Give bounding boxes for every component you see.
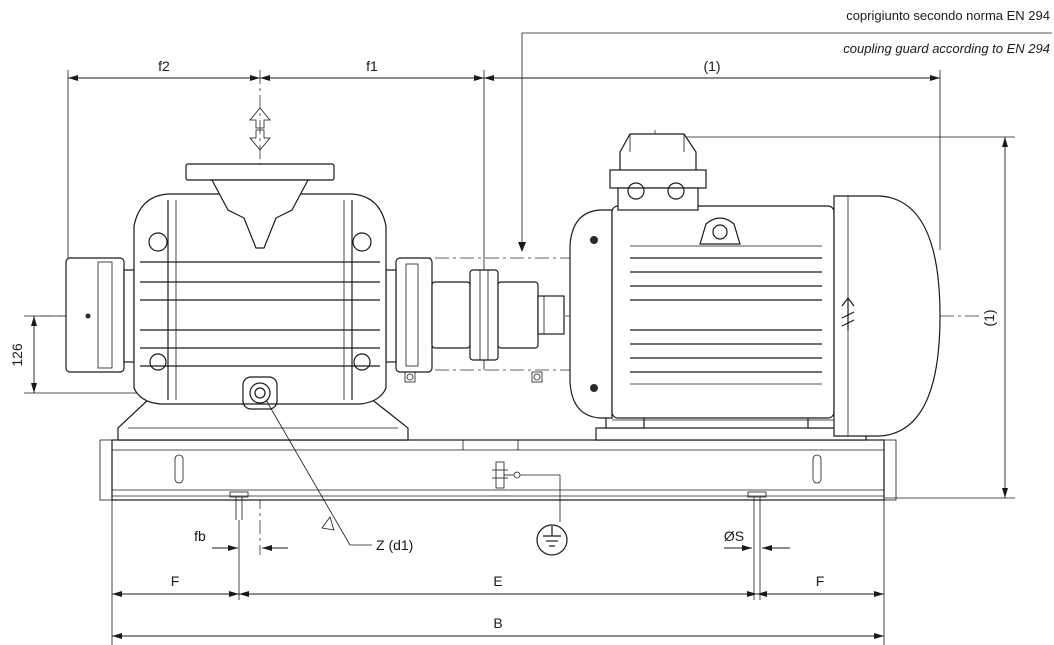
earth-ground-icon bbox=[536, 524, 568, 556]
electric-motor bbox=[569, 133, 941, 441]
label-paren-right: (1) bbox=[981, 309, 997, 326]
fb-dimension bbox=[212, 545, 288, 551]
anchor-bolt-left bbox=[229, 491, 249, 520]
bottom-dimension-row-fef bbox=[111, 500, 885, 645]
label-f-right: F bbox=[816, 573, 825, 589]
bottom-dimension-row-b bbox=[112, 633, 884, 639]
note-english: coupling guard according to EN 294 bbox=[843, 41, 1050, 56]
z-leader-line bbox=[265, 399, 351, 546]
label-f1: f1 bbox=[366, 58, 378, 74]
right-dimension bbox=[650, 136, 1015, 499]
os-dimension bbox=[724, 520, 790, 600]
label-126: 126 bbox=[9, 343, 25, 367]
label-f-left: F bbox=[171, 573, 180, 589]
label-f2: f2 bbox=[158, 58, 170, 74]
flow-direction-icon bbox=[249, 107, 271, 151]
label-e: E bbox=[493, 573, 502, 589]
shaft-coupling bbox=[404, 269, 565, 383]
note-italian: coprigiunto secondo norma EN 294 bbox=[846, 8, 1050, 23]
ground-stud bbox=[492, 461, 561, 522]
label-os: ØS bbox=[724, 528, 744, 544]
z-leader-arrow bbox=[321, 516, 335, 531]
label-b: B bbox=[493, 615, 502, 631]
label-fb: fb bbox=[194, 528, 206, 544]
vacuum-pump bbox=[65, 163, 433, 441]
label-z-d1: Z (d1) bbox=[376, 537, 413, 553]
guard-leader-arrow bbox=[518, 242, 526, 252]
top-dimension-row bbox=[67, 70, 941, 370]
label-paren-top: (1) bbox=[703, 58, 720, 74]
anchor-bolt-right bbox=[747, 491, 767, 520]
